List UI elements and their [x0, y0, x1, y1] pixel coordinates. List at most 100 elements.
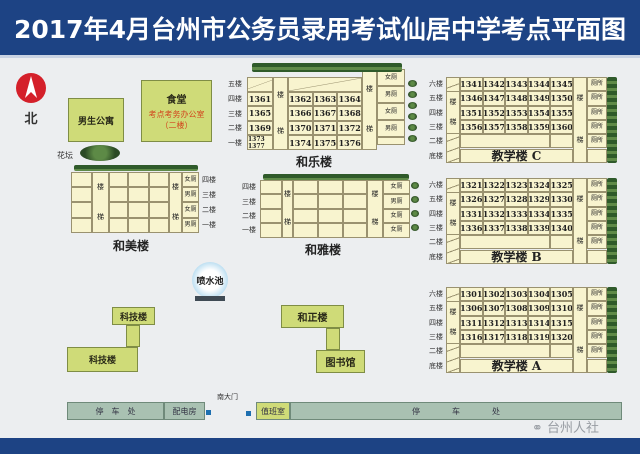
floor-label: 六楼 [429, 80, 443, 89]
exam-room: 1355 [550, 105, 573, 120]
classroom [343, 180, 367, 195]
gate-post-right [246, 411, 251, 416]
floor-label: 五楼 [429, 94, 443, 103]
stair: 楼梯 [273, 77, 288, 150]
exam-room: 1326 [460, 192, 483, 207]
exam-room: 1323 [505, 178, 528, 193]
classroom [109, 187, 128, 203]
stair-label: 梯 [277, 126, 284, 135]
exam-room: 1302 [482, 287, 506, 302]
toilet: 女厕 [182, 202, 199, 218]
toilet: 厕所 [587, 119, 607, 135]
exam-room: 1344 [527, 77, 551, 92]
stair-right: 楼梯 [573, 77, 587, 163]
exam-room: 1337 [482, 220, 506, 236]
classroom [71, 202, 92, 218]
stair-label: 梯 [366, 124, 373, 133]
gate-post-left [206, 410, 211, 415]
exam-room: 1336 [460, 220, 483, 236]
stair-label: 楼 [284, 190, 291, 199]
page-title: 2017年4月台州市公务员录用考试仙居中学考点平面图 [0, 0, 640, 58]
exam-room: 1353 [505, 105, 528, 120]
classroom [293, 180, 318, 195]
classroom [260, 223, 282, 238]
toilet: 厕所 [587, 315, 607, 330]
classroom [343, 208, 367, 224]
keji-top-label: 科技楼 [119, 312, 147, 323]
exam-room: 1317 [482, 329, 506, 345]
empty-cell [587, 358, 607, 373]
exam-room: 1314 [527, 315, 551, 330]
north-arrow-icon [16, 73, 46, 103]
classroom [318, 223, 343, 238]
exam-room: 1308 [505, 301, 528, 316]
classroom [293, 223, 318, 238]
floor-label: 一楼 [202, 221, 216, 230]
exam-room: 1304 [527, 287, 551, 302]
empty-cell [587, 148, 607, 163]
floor-label: 三楼 [429, 333, 443, 342]
stair-label: 梯 [576, 136, 584, 145]
exam-room: 1338 [505, 220, 528, 236]
floor-label: 二楼 [429, 347, 443, 356]
hezheng-label: 和正楼 [297, 313, 328, 324]
exam-room: 1352 [482, 105, 506, 120]
exam-room: 1305 [550, 287, 573, 302]
toilet: 厕所 [587, 287, 607, 302]
classroom [293, 208, 318, 224]
stair-label: 楼 [277, 91, 284, 100]
stair-label: 楼 [97, 183, 104, 192]
exam-room: 1320 [550, 329, 573, 345]
toilet: 女厕 [182, 172, 199, 188]
classroom [149, 172, 169, 188]
stair-label: 梯 [449, 118, 457, 127]
building-name: 和乐楼 [296, 155, 333, 169]
north-label: 北 [24, 112, 38, 127]
exam-room: 1365 [247, 106, 273, 121]
exam-room: 1358 [505, 119, 528, 135]
stair-label: 楼 [366, 85, 373, 94]
exam-room: 1322 [482, 178, 506, 193]
stair-left-label: 楼梯 [446, 91, 460, 135]
stair-label: 楼 [172, 183, 179, 192]
watermark-label: 台州人社 [547, 421, 600, 436]
floor-label: 四楼 [242, 183, 256, 192]
building-name: 教学楼 B [460, 249, 573, 264]
classroom [109, 217, 128, 233]
classroom [260, 208, 282, 224]
exam-room: 1362 [288, 91, 313, 107]
toilet: 厕所 [587, 192, 607, 207]
parking-left: 停 车 处 [67, 402, 164, 420]
stair: 楼梯 [282, 180, 293, 238]
duty-room: 值班室 [256, 402, 290, 420]
exam-room: 1346 [460, 91, 483, 106]
classroom [128, 172, 149, 188]
power-room: 配电房 [164, 402, 205, 420]
classroom [318, 194, 343, 209]
stair-label: 楼 [449, 98, 457, 107]
floor-label: 底楼 [429, 252, 443, 261]
toilet: 女厕 [383, 223, 410, 238]
corridor [460, 344, 551, 359]
empty-top [247, 77, 273, 92]
floor-label: 三楼 [202, 190, 216, 199]
exam-room: 1307 [482, 301, 506, 316]
keji-building-top: 科技楼 [112, 307, 155, 325]
stair: 楼梯 [362, 69, 377, 150]
keji-building-bottom: 科技楼 [67, 347, 138, 372]
exam-room: 1357 [482, 119, 506, 135]
exam-room: 1375 [312, 135, 338, 150]
exam-room: 1361 [247, 91, 273, 107]
floor-label: 二楼 [228, 124, 242, 133]
floor-label: 四楼 [429, 209, 443, 218]
exam-room: 1312 [482, 315, 506, 330]
exam-room: 1341 [460, 77, 483, 92]
fountain: 喷水池 [192, 262, 228, 298]
exam-room: 1372 [337, 120, 363, 136]
exam-room: 1363 [312, 91, 338, 107]
tree [408, 102, 417, 109]
exam-room: 1332 [482, 206, 506, 221]
exam-room: 1351 [460, 105, 483, 120]
stair-label: 楼 [576, 94, 584, 103]
